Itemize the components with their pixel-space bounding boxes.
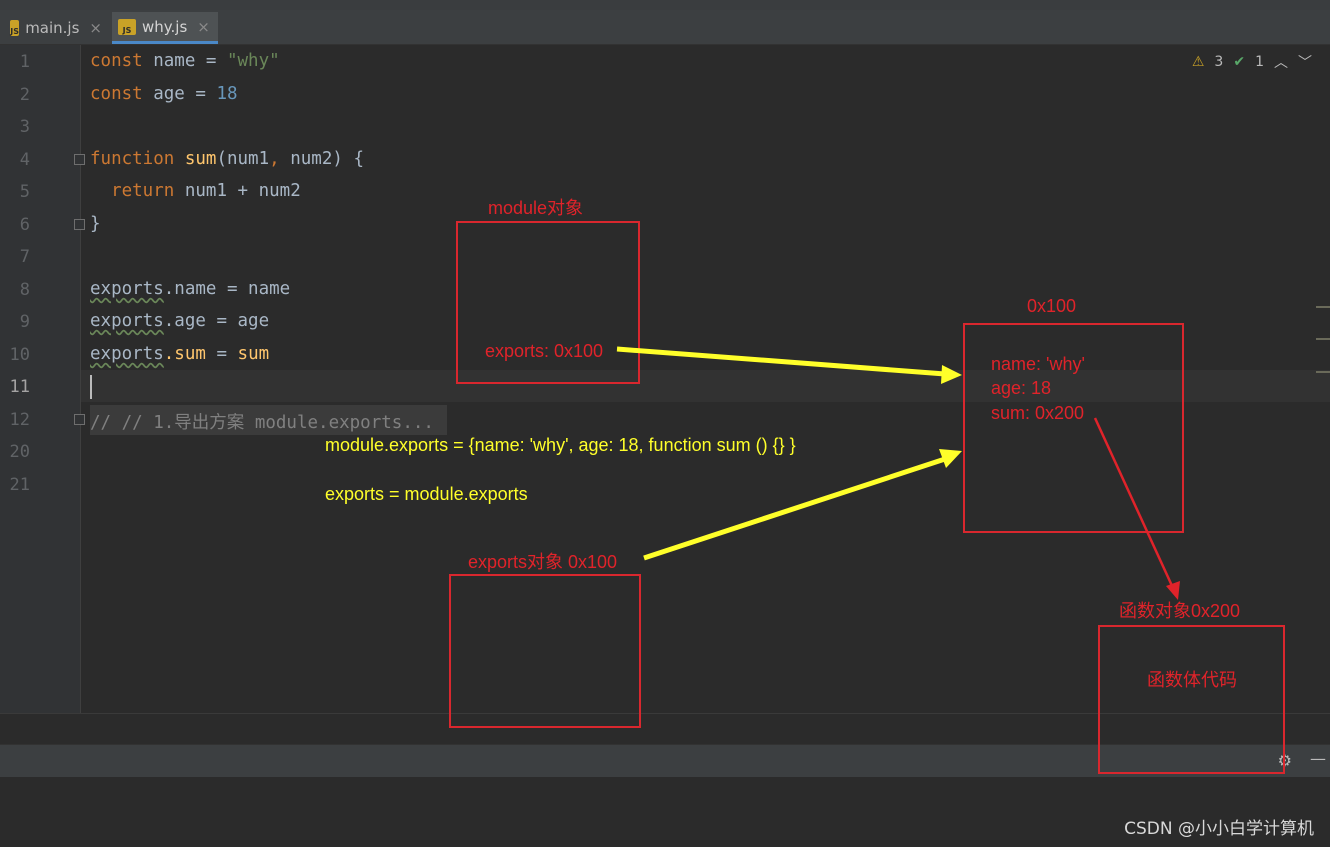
object-age-field: age: 18 — [991, 378, 1052, 398]
object-name-field: name: 'why' — [991, 354, 1085, 374]
object-address-label: 0x100 — [1027, 296, 1077, 316]
module-object-box — [456, 221, 640, 384]
chevron-up-icon[interactable]: ︿ — [1274, 55, 1288, 71]
title-strip — [0, 0, 1330, 10]
fold-toggle-icon[interactable] — [74, 219, 85, 230]
line-number: 7 — [19, 247, 30, 267]
code-line-12-folded[interactable]: // // 1.导出方案 module.exports... — [90, 413, 434, 433]
code-text: (num1 — [216, 149, 270, 169]
code-line-10[interactable]: exports.sum = sum — [90, 344, 269, 364]
arrow-exports-to-object — [643, 449, 962, 561]
line-number: 9 — [19, 312, 30, 332]
fold-expand-icon[interactable] — [74, 414, 85, 425]
code-text: = — [205, 344, 238, 364]
keyword: return — [90, 181, 175, 201]
tab-main-js[interactable]: JS main.js × — [4, 12, 108, 44]
keyword: const — [90, 84, 143, 104]
function-body-label: 函数体代码 — [1147, 670, 1237, 690]
line-number: 20 — [9, 442, 30, 462]
scrollbar-marker — [1316, 306, 1330, 308]
keyword: const — [90, 51, 143, 71]
watermark: CSDN @小小白学计算机 — [1124, 819, 1314, 839]
code-line-6[interactable]: } — [90, 214, 101, 234]
line-number-current: 11 — [9, 377, 30, 397]
code-text: age = — [142, 84, 217, 104]
js-file-icon: JS — [118, 18, 136, 35]
line-number: 4 — [19, 150, 30, 170]
tool-window-header: ⚙ — — [0, 744, 1330, 777]
module-exports-pointer: exports: 0x100 — [485, 341, 604, 361]
line-number: 6 — [19, 215, 30, 235]
function-object-box — [1098, 625, 1285, 774]
arrow-module-to-object — [616, 346, 962, 384]
code-line-1[interactable]: const name = "why" — [90, 51, 280, 71]
line-number: 2 — [19, 85, 30, 105]
function-object-label: 函数对象0x200 — [1119, 601, 1241, 621]
function-name: sum — [174, 149, 217, 169]
property-name: .sum — [163, 344, 206, 364]
string-literal: "why" — [226, 51, 280, 71]
exports-object-box — [963, 323, 1184, 533]
line-number: 12 — [9, 410, 30, 430]
line-number: 10 — [9, 345, 30, 365]
editor-bottom-area — [0, 713, 1330, 744]
warning-count: 3 — [1214, 54, 1224, 70]
object-sum-field: sum: 0x200 — [991, 403, 1085, 423]
line-number: 1 — [19, 52, 30, 72]
tab-why-js[interactable]: JS why.js × — [112, 12, 218, 44]
code-text: } — [90, 214, 101, 234]
code-line-4[interactable]: function sum(num1, num2) { — [90, 149, 364, 169]
line-number: 3 — [19, 117, 30, 137]
folded-region-highlight — [90, 405, 447, 435]
chevron-down-icon[interactable]: ﹀ — [1298, 55, 1312, 71]
tab-label: why.js — [142, 17, 188, 36]
current-line-highlight — [81, 370, 1330, 402]
exports-identifier: exports — [90, 344, 164, 364]
close-icon[interactable]: × — [89, 19, 102, 37]
tab-label: main.js — [25, 19, 80, 37]
scrollbar-marker — [1316, 338, 1330, 340]
arrow-sum-to-function — [1093, 417, 1180, 600]
tool-window-body — [0, 777, 1330, 847]
code-line-5[interactable]: return num1 + num2 — [90, 181, 301, 201]
code-text: num1 + num2 — [174, 181, 301, 201]
code-line-8[interactable]: exports.name = name — [90, 279, 290, 299]
js-file-icon: JS — [10, 20, 20, 36]
warning-icon: ⚠ — [1191, 54, 1205, 70]
punctuation: , — [269, 149, 280, 169]
line-number: 5 — [19, 182, 30, 202]
check-icon: ✔ — [1233, 54, 1246, 70]
number-literal: 18 — [216, 84, 238, 104]
exports-identifier: exports — [90, 311, 164, 331]
text-caret — [90, 375, 92, 399]
line-number: 21 — [9, 475, 30, 495]
code-text: .age = age — [163, 311, 270, 331]
code-line-9[interactable]: exports.age = age — [90, 311, 269, 331]
fold-toggle-icon[interactable] — [74, 154, 85, 165]
keyword: function — [90, 149, 175, 169]
module-exports-note: module.exports = {name: 'why', age: 18, … — [325, 435, 796, 455]
exports-identifier: exports — [90, 279, 164, 299]
code-text: .name = name — [163, 279, 291, 299]
exports-object-label: exports对象 0x100 — [468, 552, 618, 572]
exports-assign-note: exports = module.exports — [325, 484, 528, 504]
minimize-icon[interactable]: — — [1310, 749, 1326, 768]
line-gutter — [0, 45, 81, 713]
module-object-label: module对象 — [488, 198, 584, 218]
scrollbar-marker — [1316, 371, 1330, 373]
inspection-widget[interactable]: ⚠ 3 ✔ 1 ︿ ﹀ — [1192, 52, 1312, 72]
code-line-2[interactable]: const age = 18 — [90, 84, 238, 104]
line-number: 8 — [19, 280, 30, 300]
weak-warning-count: 1 — [1255, 54, 1264, 70]
close-icon[interactable]: × — [197, 17, 210, 36]
code-text: name = — [142, 51, 227, 71]
function-name: sum — [237, 344, 270, 364]
exports-variable-box — [449, 574, 641, 728]
code-text: num2) { — [279, 149, 364, 169]
